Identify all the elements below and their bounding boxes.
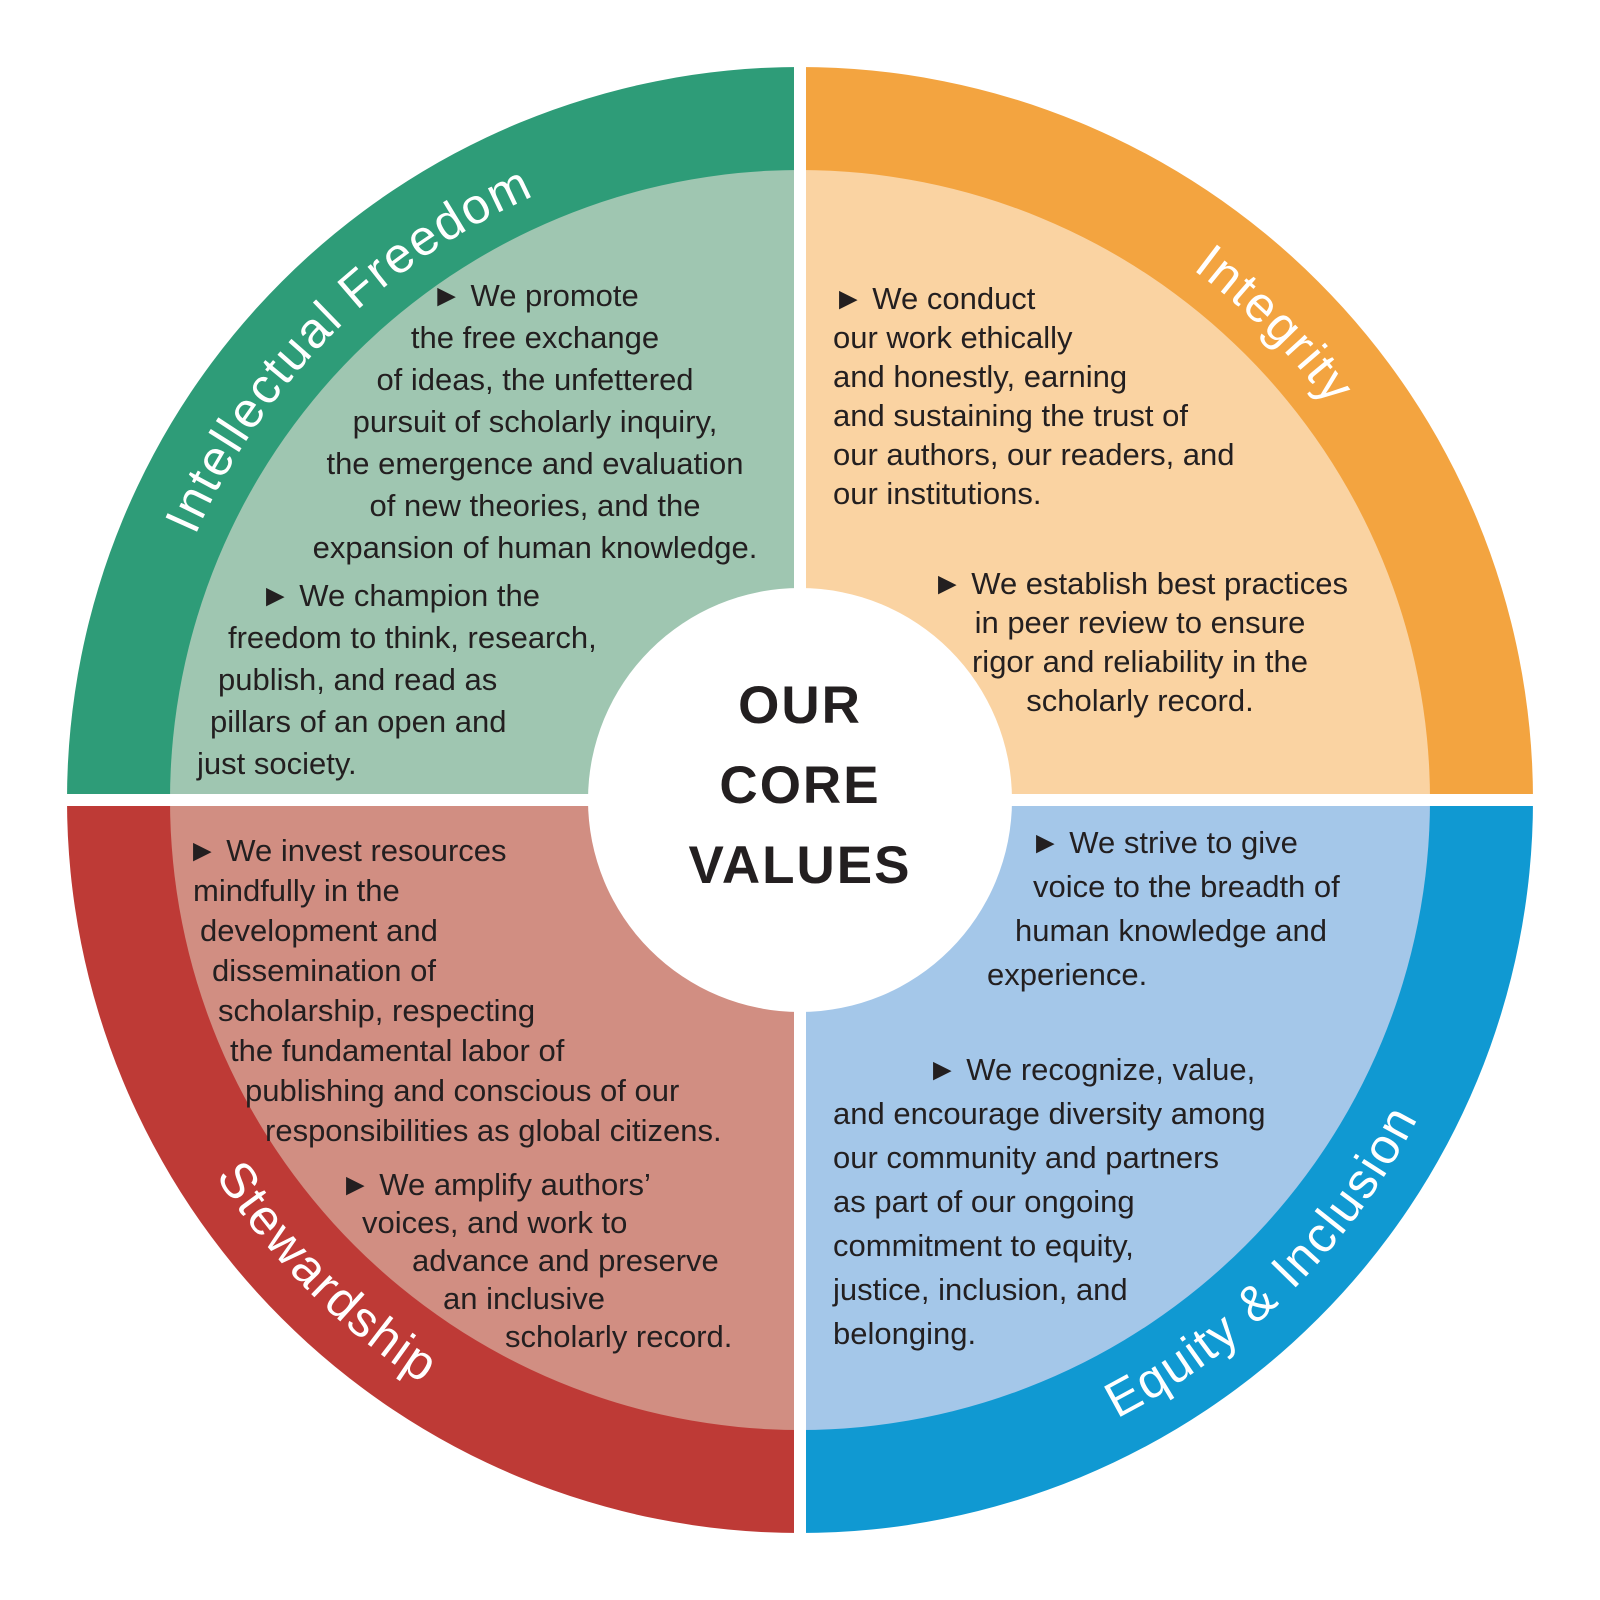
center-circle: [588, 588, 1012, 1012]
stewardship-sector: [170, 800, 800, 1430]
text-line: and sustaining the trust of: [833, 398, 1189, 433]
text-line: expansion of human knowledge.: [312, 530, 758, 565]
intellectual-freedom-sector: [170, 170, 800, 800]
text-line: our authors, our readers, and: [833, 437, 1235, 472]
text-line: pursuit of scholarly inquiry,: [352, 404, 718, 439]
text-line: just society.: [197, 746, 357, 781]
text-line: scholarship, respecting: [218, 993, 536, 1028]
equity-inclusion-sector: [800, 800, 1430, 1430]
integrity-bullet-2: ► We establish best practices in peer rev…: [895, 564, 1385, 720]
text-line: rigor and reliability in the: [971, 644, 1308, 679]
text-line: publish, and read as: [218, 662, 498, 697]
stewardship-bullet-2: ► We amplify authors’voices, and work to…: [340, 1166, 732, 1356]
equity-inclusion-bullet-2: ► We recognize, value, and encourage dive…: [833, 1048, 1266, 1356]
text-line: the emergence and evaluation: [326, 446, 744, 481]
text-line: our community and partners: [833, 1140, 1219, 1175]
text-line: development and: [200, 913, 438, 948]
text-line: VALUES: [688, 836, 912, 895]
text-line: as part of our ongoing: [833, 1184, 1135, 1219]
equity-inclusion-bullet-1: ► We strive to give voice to the breadth …: [987, 821, 1340, 997]
text-line: commitment to equity,: [833, 1228, 1134, 1263]
intellectual-freedom-bullet-1: ► We promote the free exchange of ideas, t…: [285, 275, 785, 569]
text-line: freedom to think, research,: [228, 620, 597, 655]
text-line: publishing and conscious of our: [245, 1073, 680, 1108]
text-line: ► We establish best practices: [931, 566, 1349, 601]
text-line: ► We champion the: [260, 578, 540, 613]
text-line: and honestly, earning: [833, 359, 1128, 394]
text-line: dissemination of: [212, 953, 437, 988]
intellectual-freedom-bullet-2: ► We champion the freedom to think, resea…: [197, 575, 597, 785]
text-line: in peer review to ensure: [974, 605, 1306, 640]
text-line: ► We conduct: [833, 281, 1036, 316]
integrity-bullet-1: ► We conduct our work ethically and honest…: [833, 279, 1235, 513]
text-line: and encourage diversity among: [833, 1096, 1266, 1131]
text-line: ► We recognize, value,: [927, 1052, 1256, 1087]
text-line: the free exchange: [410, 320, 660, 355]
text-line: of ideas, the unfettered: [376, 362, 694, 397]
text-line: CORE: [719, 756, 881, 815]
text-line: OUR: [738, 676, 862, 735]
text-line: justice, inclusion, and: [833, 1272, 1128, 1307]
text-line: responsibilities as global citizens.: [265, 1113, 722, 1148]
text-line: ► We strive to give: [1030, 825, 1298, 860]
text-line: human knowledge and: [1015, 913, 1327, 948]
text-line: mindfully in the: [193, 873, 400, 908]
text-line: of new theories, and the: [369, 488, 701, 523]
text-line: voices, and work to: [362, 1205, 628, 1240]
text-line: the fundamental labor of: [230, 1033, 565, 1068]
text-line: an inclusive: [443, 1281, 605, 1316]
text-line: advance and preserve: [412, 1243, 719, 1278]
text-line: scholarly record.: [1026, 683, 1254, 718]
text-line: ► We invest resources: [187, 833, 507, 868]
text-line: voice to the breadth of: [1033, 869, 1340, 904]
text-line: pillars of an open and: [210, 704, 507, 739]
text-line: scholarly record.: [505, 1319, 733, 1354]
text-line: ► We promote: [431, 278, 639, 313]
text-line: our institutions.: [833, 476, 1042, 511]
text-line: ► We amplify authors’: [340, 1167, 651, 1202]
integrity-sector: [800, 170, 1430, 800]
stewardship-bullet-1: ► We invest resources mindfully in the dev…: [187, 831, 722, 1151]
center-title: OUR CORE VALUES: [600, 666, 1000, 906]
text-line: experience.: [987, 957, 1148, 992]
text-line: belonging.: [833, 1316, 977, 1351]
text-line: our work ethically: [833, 320, 1073, 355]
